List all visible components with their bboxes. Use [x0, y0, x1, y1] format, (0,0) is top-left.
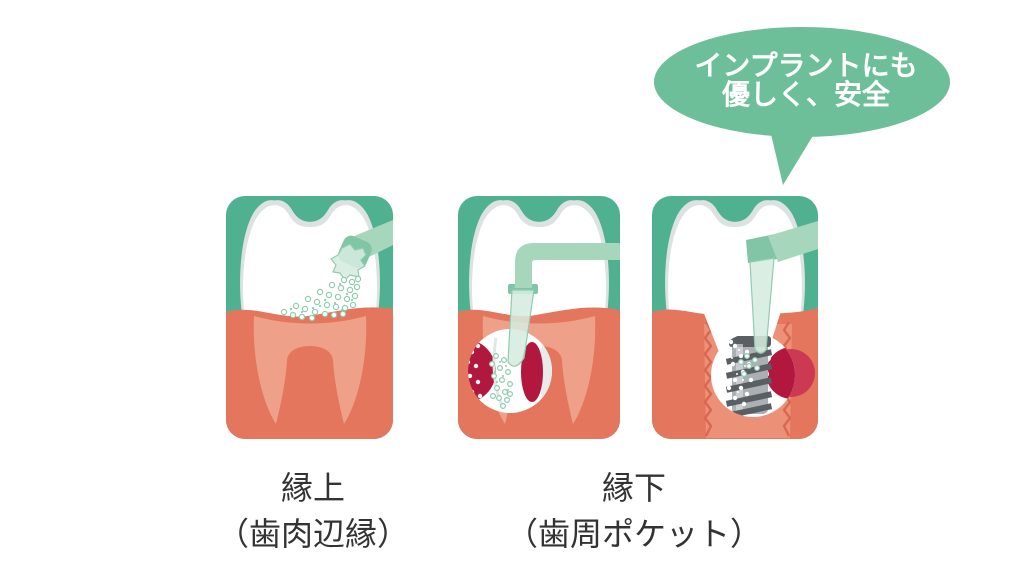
label-subgingival: 縁下 （歯周ポケット）: [506, 469, 762, 553]
periodontal-pocket: [521, 342, 543, 402]
label-supragingival-title: 縁上: [281, 469, 345, 507]
speech-bubble-body: [654, 27, 950, 137]
spray-particles: [719, 339, 754, 407]
speech-bubble-tail: [770, 130, 814, 185]
implant-nozzle-icon: [737, 221, 818, 378]
panel-supragingival-spray: [226, 196, 393, 439]
gum-contour-left: [703, 321, 713, 437]
spray-particles: [280, 275, 362, 322]
label-subgingival-title: 縁下: [602, 469, 666, 507]
spray-nozzle-icon: [330, 220, 393, 281]
label-supragingival: 縁上 （歯肉辺縁）: [217, 469, 409, 553]
speech-bubble: インプラントにも 優しく、安全: [654, 27, 950, 185]
spray-particles: [489, 353, 514, 410]
nozzle-tip: [507, 289, 535, 367]
speech-bubble-text-line1: インプラントにも: [694, 49, 917, 82]
panel-implant-pocket: [652, 196, 818, 439]
pocket-wall-deposits: [468, 339, 496, 403]
root-surface: [539, 338, 552, 406]
label-subgingival-subtitle: （歯周ポケット）: [506, 515, 762, 553]
nozzle-handle-icon: [515, 243, 620, 288]
speech-bubble-text-line2: 優しく、安全: [721, 78, 891, 111]
label-supragingival-subtitle: （歯肉辺縁）: [217, 515, 409, 553]
pocket-crescent: [766, 347, 795, 399]
nozzle-tip: [749, 257, 775, 354]
nozzle-handle-icon: [768, 221, 818, 262]
panel-subgingival-pocket: [458, 196, 620, 439]
